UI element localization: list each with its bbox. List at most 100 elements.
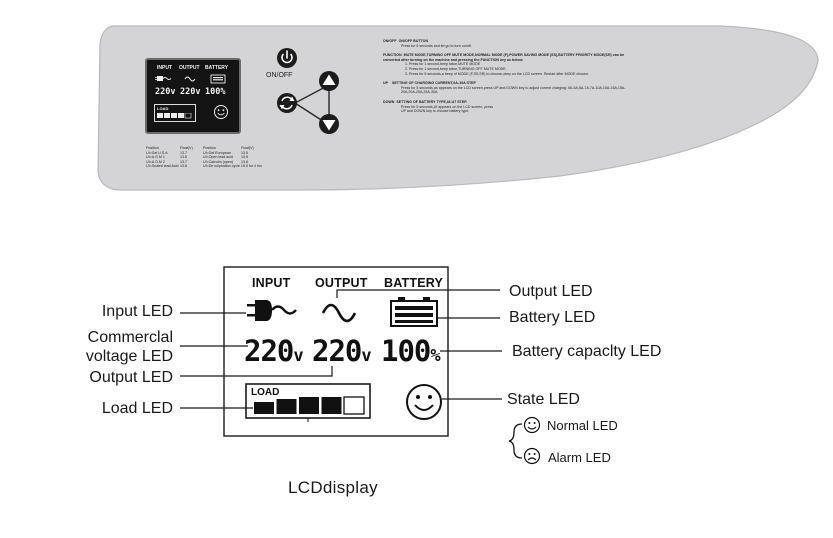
mini-icons (155, 74, 226, 84)
label-input-led: Input LED (101, 303, 173, 320)
mini-input-label: INPUT (157, 65, 172, 71)
battery-icon (390, 297, 438, 327)
up-button[interactable] (319, 71, 339, 91)
label-alarm-led: Alarm LED (548, 450, 611, 465)
load-segment-filled (321, 397, 342, 414)
instruction-key: UP (383, 81, 388, 86)
table-left-col2: Float(V) (180, 146, 193, 150)
instruction-sub: 2. Press for 1 second,beep twice,TURNING… (405, 66, 507, 71)
table-cell: 13.5 (241, 150, 248, 155)
instruction-sub: 3. Press for 5 seconds,a beep of MODE (F… (405, 71, 589, 76)
mini-battery-label: BATTERY (205, 65, 229, 71)
table-right-col2: Float(V) (241, 146, 254, 150)
power-button-label: ON/OFF (266, 72, 293, 79)
instruction-text: MUTE MODE,TURNING OFF MUTE MODE,NORMAL M… (383, 53, 625, 62)
lcd-battery-header: BATTERY (384, 276, 444, 290)
load-bars (254, 396, 365, 415)
instruction-text: SETTING OF CHARGING CURRENT,0A-10A STEP (392, 81, 476, 86)
table-cell: 13.6 (180, 155, 187, 160)
instruction-sub: Press for 5 seconds and let go to turn o… (401, 43, 472, 48)
lcd-input-voltage: 220v (244, 334, 304, 368)
leader-lines (180, 289, 502, 409)
mini-load-segment (171, 113, 177, 118)
instruction-text: ON/OFF BUTTON (398, 39, 429, 43)
plug-icon (247, 300, 297, 321)
table-cell: UI=Calcuim (open) (203, 159, 234, 164)
instruction-key: FUNCTION (383, 53, 402, 58)
lcd-output-header: OUTPUT (315, 276, 368, 290)
instruction-sub: Press for 5 seconds,an appears on the LC… (401, 85, 626, 95)
lcd-input-header: INPUT (252, 276, 291, 290)
alarm-sad-icon (523, 447, 541, 465)
panel-instructions: ON/OFF ON/OFF BUTTON Press for 5 seconds… (383, 39, 633, 114)
instruction-function: FUNCTION MUTE MODE,TURNING OFF MUTE MODE… (383, 53, 633, 76)
input-voltage-unit: v (293, 346, 303, 366)
label-normal-led: Normal LED (547, 418, 618, 433)
label-load-led: Load LED (101, 400, 173, 417)
battery-table-left: Position Float(V) UI=Gel U.S.A 13.7 UI=A.G… (146, 146, 193, 169)
mini-load-bars (157, 113, 192, 119)
mini-load-box: LOAD (154, 104, 196, 122)
load-segment-empty (343, 396, 365, 415)
lcd-battery-capacity: 100% (381, 334, 441, 368)
table-left-col1: Position (146, 146, 159, 150)
label-state-led: State LED (507, 391, 580, 408)
down-button[interactable] (319, 114, 339, 134)
table-cell: 13.6 (180, 164, 187, 169)
instruction-sub: Press for 5 seconds,UI appears on the LC… (401, 104, 494, 109)
mini-load-segment (184, 113, 192, 119)
table-cell: UI=Open lead acid (203, 155, 233, 160)
table-cell: 13.7 (180, 150, 187, 155)
table-cell: 13.7 (180, 159, 187, 164)
panel-lcd: INPUT OUTPUT BATTERY 220v 220v 100% LOAD (145, 58, 241, 134)
mini-load-segment (178, 113, 184, 118)
power-button[interactable] (277, 48, 297, 68)
instruction-key: ON/OFF (383, 39, 397, 43)
instruction-sub: UP and DOWN key to choose battery type. (401, 109, 470, 114)
panel-body (97, 25, 819, 191)
battery-table-right: Position Float(V) UI=Gel European 13.5 UI=… (203, 146, 262, 169)
label-battery-capacity-led: Battery capaclty LED (512, 343, 662, 360)
lcd-output-voltage: 220v (312, 334, 372, 368)
instruction-sub: 1. Press for 1 second,beep twice,MUTE MO… (405, 62, 481, 67)
instruction-up: UP SETTING OF CHARGING CURRENT,0A-10A ST… (383, 81, 633, 95)
output-voltage-value: 220 (312, 334, 362, 368)
mini-load-segment (157, 113, 163, 118)
state-smiley-icon (406, 384, 442, 420)
instruction-text: SETTING OF BATTERY TYPE,UI-U7 STEP. (396, 99, 468, 104)
mini-load-label: LOAD (157, 106, 169, 111)
label-output-led-right: Output LED (509, 283, 593, 300)
table-cell: UI=Sealed lead Acid (146, 164, 179, 169)
battery-capacity-unit: % (430, 346, 440, 366)
instruction-key: DOWN (383, 99, 395, 104)
instruction-onoff: ON/OFF ON/OFF BUTTON Press for 5 seconds… (383, 39, 633, 48)
load-segment-filled (254, 402, 274, 414)
battery-capacity-value: 100 (381, 334, 431, 368)
figure-caption: LCDdisplay (288, 478, 378, 497)
sine-wave-icon (321, 303, 357, 323)
label-commercial-line2: voltage LED (85, 348, 173, 365)
table-cell: UI=A.G.M 1 (146, 155, 165, 160)
output-voltage-unit: v (361, 346, 371, 366)
mini-input-voltage: 220v (155, 87, 176, 97)
mini-smiley-icon (214, 105, 228, 119)
table-right-col1: Position (203, 146, 216, 150)
table-cell: UI=Gel European (203, 150, 231, 155)
instruction-down: DOWN SETTING OF BATTERY TYPE,UI-U7 STEP.… (383, 100, 633, 114)
label-commercial-line1: Commerclal (87, 329, 173, 346)
function-button[interactable] (277, 93, 297, 113)
table-cell: 13.5 (241, 155, 248, 160)
table-cell: 13.6 (241, 159, 248, 164)
lcd-load-label: LOAD (251, 387, 280, 398)
table-cell: UI=A.G.M 2 (146, 159, 165, 164)
mini-output-label: OUTPUT (179, 65, 200, 71)
mini-output-voltage: 220v (180, 87, 201, 97)
load-segment-filled (299, 397, 319, 414)
table-cell: UI=De sulphation cycle 15.5 for 4 hrs (203, 164, 263, 169)
table-cell: UI=Gel U.S.A (146, 150, 168, 155)
input-voltage-value: 220 (244, 334, 294, 368)
mini-battery-percent: 100% (205, 87, 226, 97)
